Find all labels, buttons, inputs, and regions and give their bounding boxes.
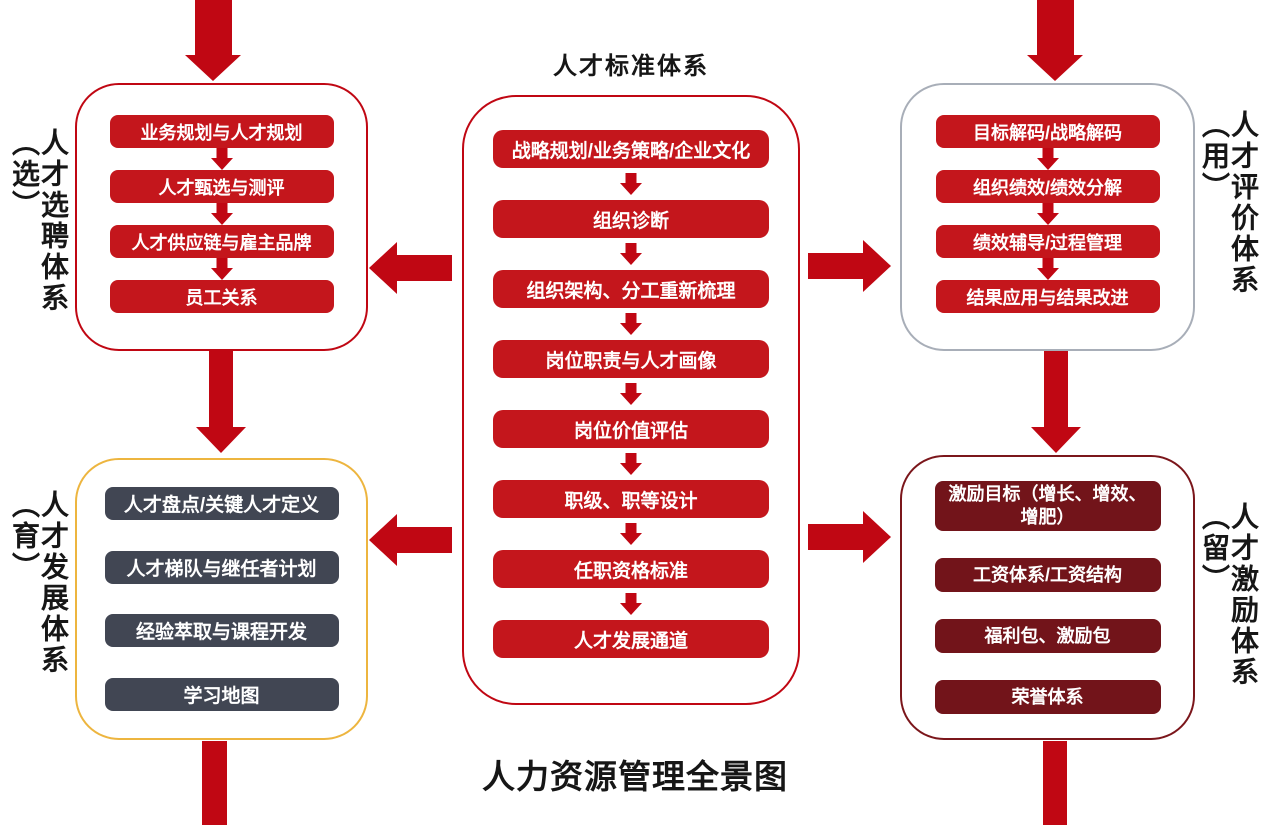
arrow-down-icon (1023, 258, 1073, 280)
label-tag-text: （选） (9, 128, 40, 221)
arrow-center-to-left-bottom-shaft (397, 527, 452, 553)
diagram-node: 激励目标（增长、增效、增肥） (934, 481, 1161, 531)
arrow-down-icon (197, 258, 247, 280)
center-column-title: 人才标准体系 (553, 53, 709, 80)
label-talent-selection-system: 人才选聘体系 （选） (9, 128, 69, 314)
diagram-node: 经验萃取与课程开发 (104, 614, 339, 648)
arrow-top-left-shaft (195, 0, 232, 55)
arrow-top-left-head-icon (185, 55, 241, 81)
diagram-node: 岗位价值评估 (493, 410, 769, 448)
arrow-center-to-right-bottom-shaft (808, 524, 863, 550)
diagram-node: 工资体系/工资结构 (934, 558, 1161, 592)
arrow-top-right-head-icon (1027, 55, 1083, 81)
arrow-down-icon (606, 313, 656, 335)
arrow-center-to-left-bottom-head-icon (369, 514, 397, 566)
label-main-text: 人才发展体系 (38, 490, 69, 676)
diagram-node: 岗位职责与人才画像 (493, 340, 769, 378)
diagram-node: 人才梯队与继任者计划 (104, 550, 339, 584)
diagram-node: 人才发展通道 (493, 620, 769, 658)
arrow-down-icon (1023, 148, 1073, 170)
diagram-node: 福利包、激励包 (934, 619, 1161, 653)
arrow-down-icon (606, 173, 656, 195)
panel-talent-selection: 业务规划与人才规划 人才甄选与测评 人才供应链与雇主品牌 员工关系 (75, 83, 368, 351)
diagram-node: 目标解码/战略解码 (935, 115, 1160, 148)
arrow-top-right-shaft (1037, 0, 1074, 55)
arrow-right-mid-shaft (1044, 351, 1068, 427)
diagram-node: 任职资格标准 (493, 550, 769, 588)
panel-talent-standard: 战略规划/业务策略/企业文化 组织诊断 组织架构、分工重新梳理 岗位职责与人才画… (462, 95, 800, 705)
diagram-node: 人才盘点/关键人才定义 (104, 487, 339, 520)
diagram-node: 人才供应链与雇主品牌 (109, 225, 334, 258)
diagram-node: 员工关系 (109, 280, 334, 313)
panel-talent-evaluation: 目标解码/战略解码 组织绩效/绩效分解 绩效辅导/过程管理 结果应用与结果改进 (900, 83, 1195, 351)
arrow-down-icon (606, 523, 656, 545)
arrow-down-icon (197, 148, 247, 170)
label-main-text: 人才激励体系 (1228, 502, 1259, 688)
arrow-bottom-left-shaft (202, 741, 227, 825)
arrow-left-mid-head-icon (196, 427, 246, 453)
diagram-node: 业务规划与人才规划 (109, 115, 334, 148)
arrow-down-icon (1023, 203, 1073, 225)
diagram-node: 组织诊断 (493, 200, 769, 238)
arrow-down-icon (606, 453, 656, 475)
diagram-node: 荣誉体系 (934, 680, 1161, 714)
label-tag-text: （育） (9, 490, 40, 583)
arrow-bottom-right-shaft (1043, 741, 1067, 825)
diagram-node: 人才甄选与测评 (109, 170, 334, 203)
diagram-node: 组织架构、分工重新梳理 (493, 270, 769, 308)
arrow-center-to-right-top-shaft (808, 253, 863, 279)
label-talent-evaluation-system: 人才评价体系 （用） (1199, 110, 1259, 296)
arrow-down-icon (197, 203, 247, 225)
arrow-center-to-right-bottom-head-icon (863, 511, 891, 563)
label-main-text: 人才选聘体系 (38, 128, 69, 314)
panel-talent-incentive: 激励目标（增长、增效、增肥） 工资体系/工资结构 福利包、激励包 荣誉体系 (900, 455, 1195, 740)
arrow-down-icon (606, 593, 656, 615)
arrow-right-mid-head-icon (1031, 427, 1081, 453)
diagram-node: 战略规划/业务策略/企业文化 (493, 130, 769, 168)
arrow-down-icon (606, 243, 656, 265)
arrow-left-mid-shaft (209, 351, 233, 427)
diagram-node: 职级、职等设计 (493, 480, 769, 518)
label-tag-text: （留） (1199, 502, 1230, 595)
diagram-node: 绩效辅导/过程管理 (935, 225, 1160, 258)
diagram-node: 学习地图 (104, 677, 339, 711)
diagram-title: 人力资源管理全景图 (482, 758, 788, 795)
diagram-node: 组织绩效/绩效分解 (935, 170, 1160, 203)
arrow-center-to-left-top-shaft (397, 255, 452, 281)
diagram-node: 结果应用与结果改进 (935, 280, 1160, 313)
label-main-text: 人才评价体系 (1228, 110, 1259, 296)
arrow-center-to-right-top-head-icon (863, 240, 891, 292)
arrow-down-icon (606, 383, 656, 405)
label-talent-incentive-system: 人才激励体系 （留） (1199, 502, 1259, 688)
arrow-center-to-left-top-head-icon (369, 242, 397, 294)
label-tag-text: （用） (1199, 110, 1230, 203)
label-talent-development-system: 人才发展体系 （育） (9, 490, 69, 676)
panel-talent-development: 人才盘点/关键人才定义 人才梯队与继任者计划 经验萃取与课程开发 学习地图 (75, 458, 368, 740)
